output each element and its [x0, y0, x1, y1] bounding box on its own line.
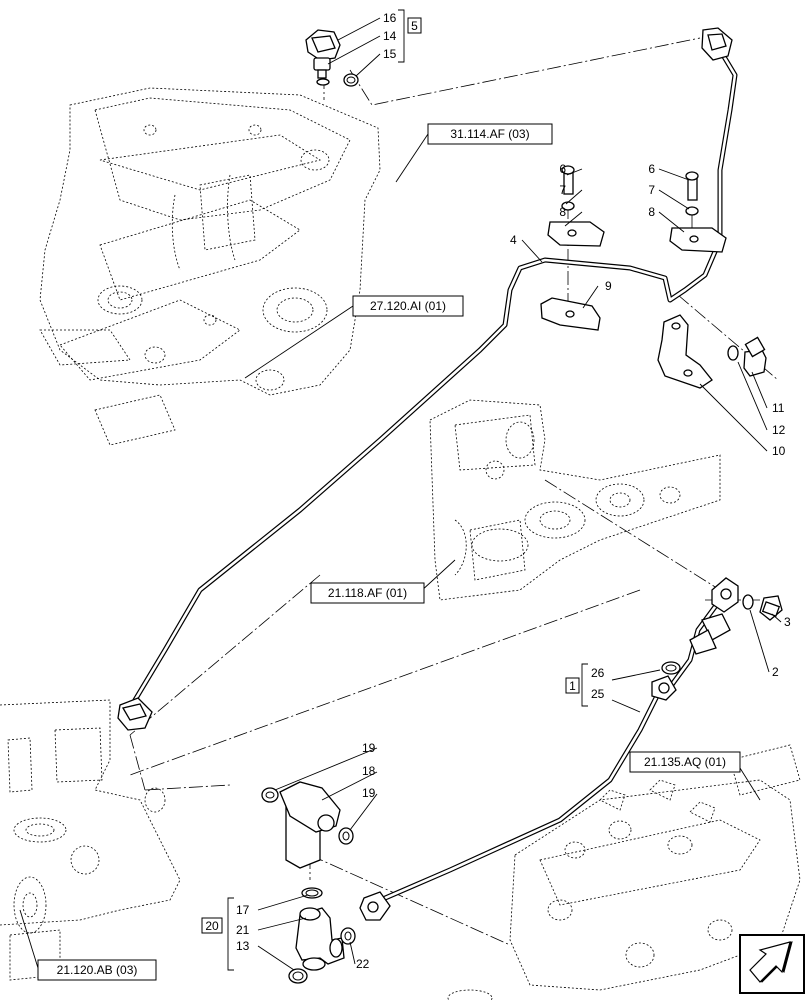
callout-10: 10: [772, 444, 786, 458]
kit-box-20: 20: [201, 917, 223, 934]
kit-brackets: [227, 9, 588, 971]
reference-31-114-af[interactable]: 31.114.AF (03): [427, 123, 553, 145]
ghost-engine-block: [429, 399, 721, 601]
callout-6-right: 6: [648, 162, 655, 176]
part-18-adapter-fitting: [279, 781, 341, 869]
banjo-fitting-assembly: [665, 577, 739, 693]
chain-lines: [129, 37, 779, 946]
reference-21-118-af[interactable]: 21.118.AF (01): [310, 582, 425, 604]
callout-7-left: 7: [559, 183, 566, 197]
callout-13: 13: [236, 939, 250, 953]
part-19-o-ring-left: [261, 787, 279, 803]
callout-17: 17: [236, 903, 250, 917]
callout-14: 14: [383, 29, 397, 43]
callout-numbers: 16 14 15 6 7 8 4 9 6 7 8 11 12 10 3 2 26…: [236, 11, 791, 971]
callout-25: 25: [591, 687, 605, 701]
part-9-bracket: [540, 297, 601, 331]
svg-text:5: 5: [411, 19, 418, 33]
svg-text:1: 1: [569, 679, 576, 693]
callout-22: 22: [356, 957, 370, 971]
part-22-o-ring: [340, 927, 356, 945]
part-4-fuel-pipe: [117, 27, 738, 731]
part-21-tee-fitting: [295, 907, 345, 971]
callout-9: 9: [605, 279, 612, 293]
callout-12: 12: [772, 423, 786, 437]
callout-19-top: 19: [362, 741, 376, 755]
callout-26: 26: [591, 666, 605, 680]
callout-18: 18: [362, 764, 376, 778]
arrow-icon[interactable]: [739, 934, 805, 994]
part-6-bolt-right: [685, 171, 699, 201]
callout-8-right: 8: [648, 205, 655, 219]
part-3-banjo-bolt: [759, 595, 783, 621]
svg-text:21.118.AF (01): 21.118.AF (01): [328, 586, 407, 600]
part-8-clamp-left: [547, 221, 605, 247]
svg-text:31.114.AF (03): 31.114.AF (03): [450, 127, 529, 141]
reference-27-120-ai[interactable]: 27.120.AI (01): [352, 295, 464, 317]
svg-text:27.120.AI (01): 27.120.AI (01): [370, 299, 446, 313]
svg-text:20: 20: [205, 919, 219, 933]
part-17-o-ring: [301, 887, 323, 899]
callout-8-left: 8: [559, 205, 566, 219]
part-15-o-ring: [343, 73, 359, 87]
svg-text:21.135.AQ (01): 21.135.AQ (01): [644, 755, 726, 769]
part-8-clamp-right: [669, 227, 727, 253]
part-14-washer: [316, 78, 330, 86]
kit-box-5: 5: [407, 17, 422, 34]
callout-15: 15: [383, 47, 397, 61]
part-16-elbow-fitting: [305, 29, 341, 79]
part-2-washer: [742, 594, 754, 610]
callout-3: 3: [784, 615, 791, 629]
part-11-bolt: [743, 336, 767, 377]
callout-19-right: 19: [362, 786, 376, 800]
callout-6-left: 6: [559, 162, 566, 176]
reference-21-120-ab[interactable]: 21.120.AB (03): [37, 959, 157, 981]
ghost-transmission-housing: [39, 87, 381, 446]
kit-box-1: 1: [565, 677, 580, 694]
svg-text:21.120.AB (03): 21.120.AB (03): [57, 963, 138, 977]
leader-lines: [19, 17, 782, 971]
ghost-injection-pump: [447, 744, 801, 1000]
callout-21: 21: [236, 923, 250, 937]
part-26-o-ring: [661, 661, 681, 675]
part-6-bolt-left: [561, 165, 575, 195]
part-12-washer: [727, 345, 739, 361]
part-10-support-bracket: [657, 314, 713, 389]
callout-7-right: 7: [648, 183, 655, 197]
callout-4: 4: [510, 233, 517, 247]
part-13-o-ring: [288, 968, 308, 984]
part-25-pump-pipe: [359, 675, 677, 921]
callout-16: 16: [383, 11, 397, 25]
reference-21-135-aq[interactable]: 21.135.AQ (01): [629, 751, 741, 773]
callout-2: 2: [772, 665, 779, 679]
ghost-front-housing: [0, 699, 181, 981]
part-19-o-ring-right: [338, 827, 354, 845]
callout-11: 11: [772, 401, 785, 415]
